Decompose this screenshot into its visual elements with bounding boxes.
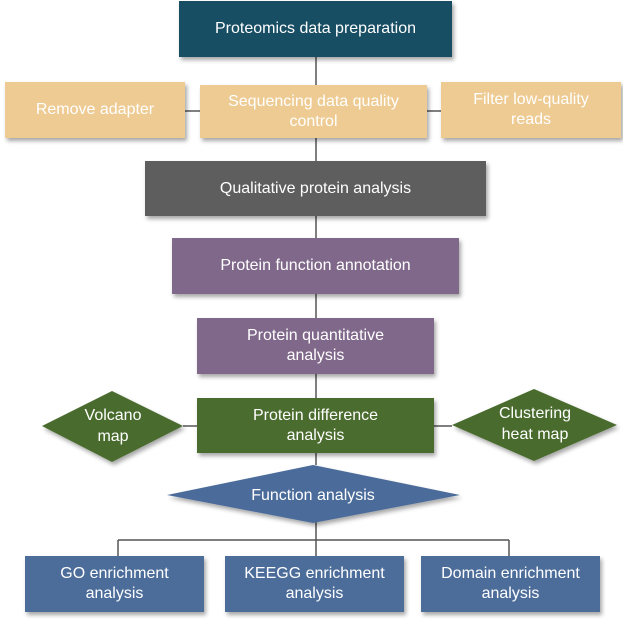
qualitative-label: Qualitative protein analysis [219, 179, 412, 197]
annotation-box: Protein function annotation [172, 238, 459, 294]
keegg-box: KEEGG enrichment analysis [225, 556, 404, 612]
remove-adapter-label: Remove adapter [35, 101, 155, 118]
quantitative-label: Protein quantitative analysis [247, 327, 384, 364]
remove-adapter-box: Remove adapter [5, 82, 185, 138]
difference-label: Protein difference analysis [252, 406, 379, 444]
filter-low-label: Filter low-quality reads [473, 91, 589, 128]
go-label: GO enrichment analysis [60, 565, 169, 602]
function-label: Function analysis [251, 486, 375, 504]
clustering-label: Clustering heat map [498, 405, 572, 443]
difference-box: Protein difference analysis [197, 398, 434, 453]
domain-box: Domain enrichment analysis [421, 556, 600, 612]
data-prep-label: Proteomics data preparation [215, 20, 416, 37]
clustering-diamond [452, 389, 617, 461]
seq-qc-box: Sequencing data quality control [200, 85, 427, 138]
qualitative-box: Qualitative protein analysis [145, 161, 486, 216]
keegg-label: KEEGG enrichment analysis [244, 565, 385, 602]
filter-low-box: Filter low-quality reads [441, 82, 621, 138]
volcano-label: Volcano map [84, 407, 142, 445]
seq-qc-label: Sequencing data quality control [228, 92, 399, 130]
function-diamond [167, 465, 460, 523]
data-prep-box: Proteomics data preparation [179, 1, 452, 57]
go-box: GO enrichment analysis [25, 556, 204, 612]
volcano-diamond [42, 391, 183, 462]
quantitative-box: Protein quantitative analysis [197, 318, 434, 374]
annotation-label: Protein function annotation [220, 257, 411, 274]
domain-label: Domain enrichment analysis [441, 565, 580, 602]
